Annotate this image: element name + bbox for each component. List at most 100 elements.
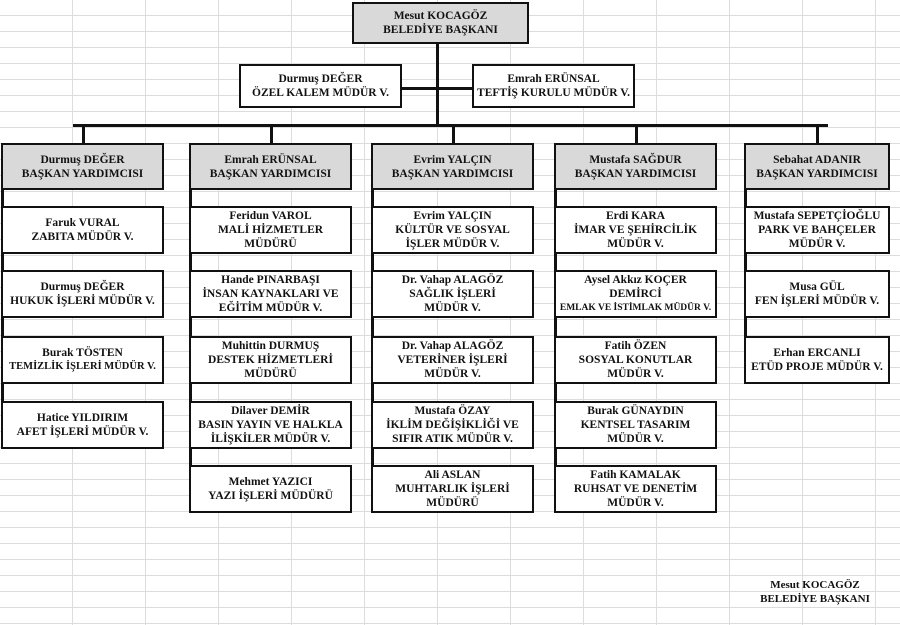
position-title: BAŞKAN YARDIMCISI xyxy=(391,167,514,180)
person-name: Erdi KARA xyxy=(605,210,666,222)
person-name: Mehmet YAZICI xyxy=(228,476,313,488)
directorate-box: Evrim YALÇIN KÜLTÜR VE SOSYAL İŞLER MÜDÜR … xyxy=(371,206,534,254)
position-title: MÜDÜR V. xyxy=(607,497,664,509)
position-title: DESTEK HİZMETLERİ xyxy=(208,354,333,366)
private-office-box: Durmuş DEĞER ÖZEL KALEM MÜDÜR V. xyxy=(239,64,402,108)
person-name: Hatice YILDIRIM xyxy=(36,412,129,424)
position-title: YAZI İŞLERİ MÜDÜRÜ xyxy=(208,490,333,502)
connector-line xyxy=(73,124,828,127)
position-title: SAĞLIK İŞLERİ xyxy=(409,288,496,300)
position-title: KÜLTÜR VE SOSYAL xyxy=(395,224,510,236)
directorate-box: Faruk VURAL ZABITA MÜDÜR V. xyxy=(1,206,164,254)
connector-line xyxy=(269,124,273,144)
position-title: İKLİM DEĞİŞİKLİĞİ VE xyxy=(386,419,519,431)
person-name: Dr. Vahap ALAGÖZ xyxy=(401,274,504,286)
person-name: Dilaver DEMİR xyxy=(231,405,310,417)
position-title: KENTSEL TASARIM xyxy=(580,419,691,431)
person-name: Emrah ERÜNSAL xyxy=(507,73,600,85)
position-title: MÜDÜR V. xyxy=(607,368,664,380)
person-name: Durmuş DEĞER xyxy=(40,153,125,166)
position-title: DEMİRCİ xyxy=(609,288,662,300)
person-name: Evrim YALÇIN xyxy=(413,153,492,166)
person-name: Musa GÜL xyxy=(789,281,845,293)
position-title: MÜDÜRÜ xyxy=(244,238,297,250)
connector-line xyxy=(400,87,473,90)
position-title: FEN İŞLERİ MÜDÜR V. xyxy=(754,295,880,307)
inspection-board-box: Emrah ERÜNSAL TEFTİŞ KURULU MÜDÜR V. xyxy=(472,64,635,108)
position-title: HUKUK İŞLERİ MÜDÜR V. xyxy=(10,295,155,307)
position-title: BAŞKAN YARDIMCISI xyxy=(756,167,878,180)
position-title: MUHTARLIK İŞLERİ xyxy=(395,483,510,495)
person-name: Hande PINARBAŞI xyxy=(221,274,320,286)
directorate-box: Mehmet YAZICI YAZI İŞLERİ MÜDÜRÜ xyxy=(189,465,352,513)
position-title: RUHSAT VE DENETİM xyxy=(573,483,698,495)
directorate-box: Mustafa SEPETÇİOĞLU PARK VE BAHÇELER MÜDÜR… xyxy=(744,206,890,254)
position-title: ETÜD PROJE MÜDÜR V. xyxy=(751,361,883,373)
position-title: EMLAK VE İSTİMLAK MÜDÜR V. xyxy=(559,303,712,313)
signature-title: BELEDİYE BAŞKANI xyxy=(760,593,870,605)
position-title: EĞİTİM MÜDÜR V. xyxy=(218,302,323,314)
position-title: BAŞKAN YARDIMCISI xyxy=(574,167,697,180)
position-title: MÜDÜRÜ xyxy=(426,497,479,509)
position-title: VETERİNER İŞLERİ xyxy=(397,354,508,366)
person-name: Burak TÖSTEN xyxy=(42,347,123,359)
position-title: MÜDÜR V. xyxy=(788,238,846,250)
person-name: Durmuş DEĞER xyxy=(40,281,125,293)
directorate-box: Dilaver DEMİR BASIN YAYIN VE HALKLA İLİŞKİ… xyxy=(189,401,352,449)
connector-line xyxy=(451,124,455,144)
position-title: BASIN YAYIN VE HALKLA xyxy=(198,419,343,431)
person-name: Aysel Akkız KOÇER xyxy=(584,274,687,286)
person-name: Durmuş DEĞER xyxy=(278,73,363,85)
connector-line xyxy=(81,124,85,144)
position-title: ÖZEL KALEM MÜDÜR V. xyxy=(252,87,389,99)
directorate-box: Dr. Vahap ALAGÖZ SAĞLIK İŞLERİ MÜDÜR V. xyxy=(371,270,534,318)
person-name: Dr. Vahap ALAGÖZ xyxy=(401,340,504,352)
connector-line xyxy=(634,124,638,144)
position-title: İŞLER MÜDÜR V. xyxy=(405,238,500,250)
person-name: Burak GÜNAYDIN xyxy=(587,405,684,417)
connector-line xyxy=(816,124,819,144)
directorate-box: Musa GÜL FEN İŞLERİ MÜDÜR V. xyxy=(744,270,890,318)
position-title: BAŞKAN YARDIMCISI xyxy=(21,167,144,180)
person-name: Fatih ÖZEN xyxy=(604,340,667,352)
position-title: MÜDÜRÜ xyxy=(244,368,297,380)
person-name: Mustafa ÖZAY xyxy=(414,405,491,417)
position-title: PARK VE BAHÇELER xyxy=(758,224,876,236)
position-title: ZABITA MÜDÜR V. xyxy=(31,231,134,243)
directorate-box: Aysel Akkız KOÇER DEMİRCİ EMLAK VE İSTİMLA… xyxy=(554,270,717,318)
person-name: Feridun VAROL xyxy=(229,210,312,222)
person-name: Emrah ERÜNSAL xyxy=(224,153,317,166)
person-name: Mustafa SAĞDUR xyxy=(589,153,682,166)
position-title: MALİ HİZMETLER xyxy=(217,224,324,236)
position-title: İLİŞKİLER MÜDÜR V. xyxy=(210,433,331,445)
directorate-box: Burak GÜNAYDIN KENTSEL TASARIM MÜDÜR V. xyxy=(554,401,717,449)
person-name: Faruk VURAL xyxy=(45,217,120,229)
directorate-box: Erdi KARA İMAR VE ŞEHİRCİLİK MÜDÜR V. xyxy=(554,206,717,254)
person-name: Muhittin DURMUŞ xyxy=(221,340,320,352)
signature-name: Mesut KOCAGÖZ xyxy=(770,579,860,591)
person-name: Evrim YALÇIN xyxy=(413,210,492,222)
position-title: MÜDÜR V. xyxy=(607,433,664,445)
position-title: MÜDÜR V. xyxy=(424,302,481,314)
position-title: İMAR VE ŞEHİRCİLİK xyxy=(573,224,698,236)
position-title: MÜDÜR V. xyxy=(607,238,664,250)
position-title: SOSYAL KONUTLAR xyxy=(578,354,693,366)
directorate-box: Durmuş DEĞER HUKUK İŞLERİ MÜDÜR V. xyxy=(1,270,164,318)
person-name: Mesut KOCAGÖZ xyxy=(393,10,488,22)
position-title: TEFTİŞ KURULU MÜDÜR V. xyxy=(477,87,630,99)
person-name: Mustafa SEPETÇİOĞLU xyxy=(753,210,881,222)
directorate-box: Fatih ÖZEN SOSYAL KONUTLAR MÜDÜR V. xyxy=(554,336,717,384)
